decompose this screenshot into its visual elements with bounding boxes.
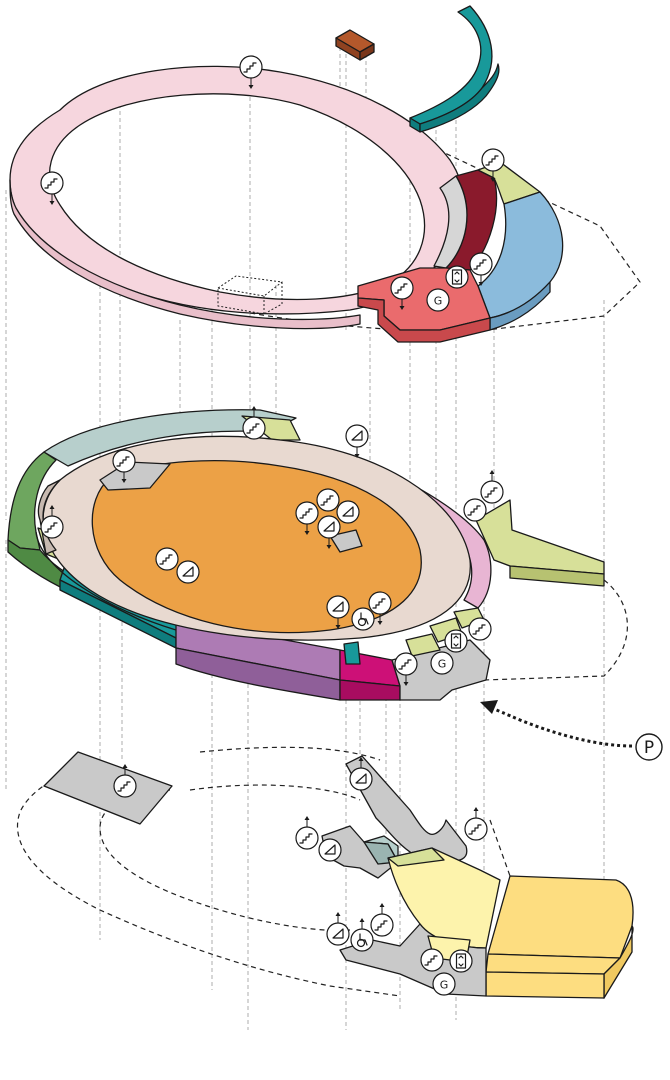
accessible-wc-icon <box>351 607 375 631</box>
middle-olive-wing <box>475 499 605 587</box>
middle-level <box>7 409 628 701</box>
cloakroom-icon <box>430 651 454 675</box>
stairs-icon <box>155 547 179 571</box>
wc-icon <box>176 560 200 584</box>
lower-grey-platform-left <box>43 751 173 825</box>
wc-icon <box>336 500 360 524</box>
upper-ring-cutout <box>217 275 283 315</box>
upper-blue-stand <box>477 191 564 331</box>
lower-yellow-building <box>387 847 634 999</box>
wc-icon <box>326 911 350 946</box>
stairs-icon <box>295 815 319 850</box>
upper-level <box>9 5 641 343</box>
stairs-icon <box>370 902 394 937</box>
middle-grey-stand <box>43 409 297 467</box>
stairs-icon <box>420 948 444 972</box>
middle-level-outline-right <box>483 579 628 681</box>
parking-sign <box>635 733 663 761</box>
lower-level <box>16 746 634 999</box>
wc-icon <box>318 838 342 862</box>
stairs-icon <box>468 617 492 641</box>
elevator-icon <box>445 265 469 289</box>
lower-grey-corridor <box>345 755 468 862</box>
cloakroom-icon <box>432 972 456 996</box>
upper-brown-block <box>335 29 375 61</box>
stairs-icon <box>316 488 340 512</box>
accessible-wc-icon <box>350 917 374 952</box>
wc-icon <box>345 424 369 459</box>
stairs-icon <box>480 469 504 504</box>
parking-indicator: P <box>480 700 663 761</box>
upper-coral-stand <box>357 267 491 343</box>
stairs-icon <box>463 498 487 522</box>
elevator-icon <box>449 949 473 973</box>
parking-label: P <box>644 738 654 758</box>
cloakroom-icon <box>426 288 450 312</box>
elevator-icon <box>444 629 468 653</box>
lower-level-outline-outer <box>16 761 401 997</box>
upper-teal-roof <box>409 5 500 133</box>
